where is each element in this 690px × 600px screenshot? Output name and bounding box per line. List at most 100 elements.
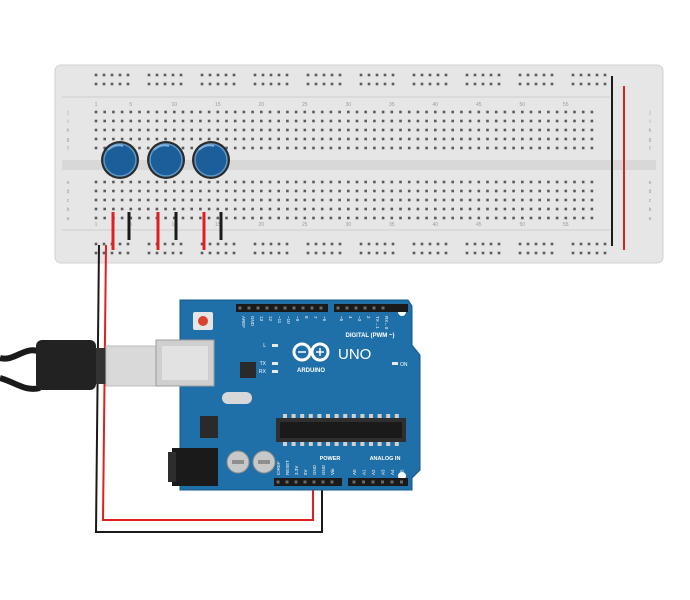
chip-pin (300, 442, 305, 446)
breadboard-hole (347, 207, 350, 211)
digital-pin[interactable] (256, 306, 260, 310)
rail-hole (306, 251, 310, 255)
breadboard-hole (512, 189, 515, 193)
breadboard-hole (225, 198, 228, 202)
analog-pin[interactable] (352, 480, 356, 484)
rail-hole (261, 73, 265, 77)
potentiometer-1[interactable] (101, 141, 139, 179)
rail-hole (550, 251, 554, 255)
breadboard-hole (294, 137, 298, 141)
rail-hole (367, 73, 371, 77)
rail-hole (444, 82, 448, 86)
breadboard-hole (251, 110, 254, 114)
chip-pin (343, 414, 348, 418)
analog-pin[interactable] (400, 480, 403, 484)
breadboard-hole (573, 110, 576, 114)
column-number: 40 (433, 102, 439, 108)
breadboard-hole (225, 119, 228, 123)
rail-hole (269, 73, 273, 77)
breadboard-hole (547, 198, 550, 202)
breadboard-hole (164, 110, 167, 114)
breadboard-hole (233, 189, 237, 193)
breadboard-hole (103, 198, 106, 202)
breadboard-hole (425, 180, 428, 184)
digital-pin[interactable] (372, 306, 376, 310)
column-number: 10 (172, 222, 178, 228)
breadboard-hole (286, 146, 289, 150)
digital-pin[interactable] (345, 306, 349, 310)
breadboard-hole (190, 137, 193, 141)
analog-pin[interactable] (390, 480, 394, 484)
digital-pin[interactable] (292, 306, 296, 310)
analog-pin[interactable] (381, 480, 384, 484)
breadboard-hole (286, 119, 289, 123)
rail-hole (253, 73, 257, 77)
digital-pin[interactable] (274, 306, 278, 310)
analog-pin[interactable] (371, 480, 375, 484)
rail-hole (375, 242, 379, 246)
breadboard-hole (477, 198, 481, 202)
column-number: 55 (563, 102, 569, 108)
breadboard-hole (268, 207, 272, 211)
breadboard-hole (442, 128, 446, 132)
power-pin[interactable] (321, 480, 325, 484)
digital-pin[interactable] (247, 306, 251, 310)
power-pin[interactable] (294, 480, 298, 484)
breadboard-hole (381, 137, 385, 141)
breadboard-hole (573, 128, 576, 132)
led-rx (272, 370, 278, 373)
crystal (222, 392, 252, 404)
breadboard-hole (260, 128, 263, 132)
rail-hole (216, 82, 220, 86)
breadboard-hole (251, 216, 254, 220)
analog-pin-label: A2 (371, 469, 376, 475)
digital-pin[interactable] (238, 306, 242, 310)
rail-hole (147, 242, 151, 246)
breadboard-hole (207, 128, 211, 132)
breadboard-hole (329, 207, 333, 211)
rail-hole (481, 82, 485, 86)
voltage-regulator (200, 416, 218, 438)
column-number: 35 (389, 222, 395, 228)
breadboard-hole (355, 189, 359, 193)
potentiometer-2[interactable] (147, 141, 185, 179)
breadboard-hole (486, 180, 489, 184)
breadboard-hole (190, 207, 193, 211)
rail-hole (306, 73, 310, 77)
digital-pin[interactable] (265, 306, 269, 310)
digital-pin[interactable] (354, 306, 358, 310)
breadboard-hole (486, 137, 489, 141)
digital-pin[interactable] (363, 306, 367, 310)
breadboard-hole (268, 146, 272, 150)
rail-hole (171, 242, 175, 246)
breadboard-hole (277, 180, 280, 184)
column-number: 20 (259, 222, 265, 228)
digital-pin[interactable] (381, 306, 385, 310)
digital-pin[interactable] (301, 306, 305, 310)
breadboard-hole (529, 198, 533, 202)
reset-button-cap (198, 316, 208, 326)
column-number: 5 (129, 222, 132, 228)
column-number: 45 (476, 222, 482, 228)
power-pin[interactable] (312, 480, 316, 484)
chip-pin (360, 442, 365, 446)
analog-pin[interactable] (362, 480, 365, 484)
rail-hole (216, 242, 220, 246)
digital-pin[interactable] (310, 306, 314, 310)
rail-hole (179, 73, 183, 77)
digital-pin[interactable] (319, 306, 323, 310)
breadboard-hole (503, 119, 507, 123)
breadboard-hole (112, 180, 115, 184)
rail-hole (179, 242, 183, 246)
breadboard-hole (120, 128, 124, 132)
breadboard-hole (207, 110, 211, 114)
potentiometer-3[interactable] (192, 141, 230, 179)
power-pin[interactable] (276, 480, 280, 484)
rail-hole (314, 242, 318, 246)
digital-pin[interactable] (283, 306, 287, 310)
power-pin[interactable] (330, 480, 334, 484)
power-pin[interactable] (303, 480, 307, 484)
digital-pin[interactable] (336, 306, 340, 310)
breadboard-hole (477, 216, 481, 220)
power-pin[interactable] (285, 480, 289, 484)
